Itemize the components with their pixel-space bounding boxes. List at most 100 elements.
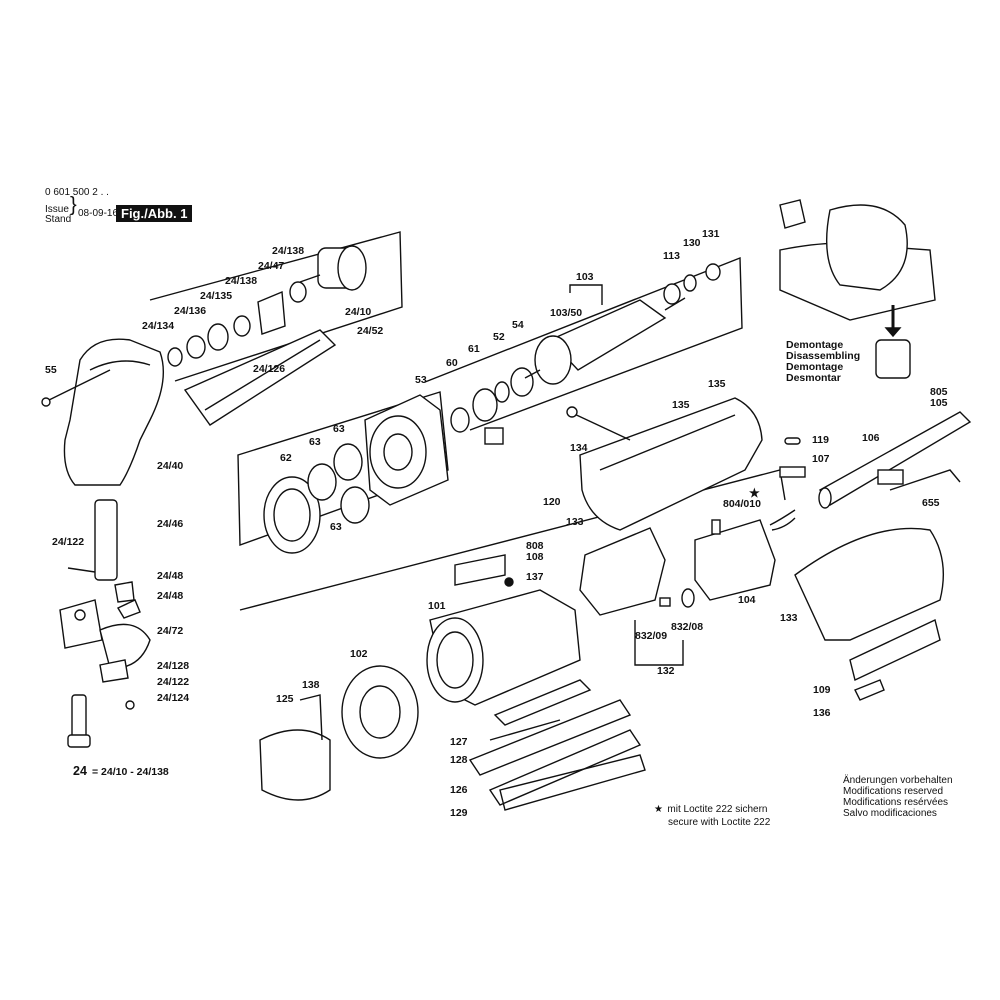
callout: 120 <box>543 496 561 508</box>
modifications-line: Modifications reserved <box>843 786 944 797</box>
callout: 804/010 <box>723 498 761 510</box>
modifications-line: Modifications resérvées <box>843 797 949 808</box>
callout: 128 <box>450 754 468 766</box>
callout: 131 <box>702 228 720 240</box>
upper-housing <box>566 397 763 531</box>
gear-parts <box>263 394 449 554</box>
stand-label: Stand <box>45 214 72 225</box>
callout: 107 <box>812 453 830 465</box>
loctite-line-2: secure with Loctite 222 <box>668 817 771 828</box>
callout: 24/48 <box>157 570 184 582</box>
base-parts <box>468 679 646 811</box>
disassembly-label-fr: Demontage <box>786 361 844 373</box>
callout: 24/135 <box>200 290 233 302</box>
cable-and-grip <box>769 411 972 531</box>
callout: 832/09 <box>635 630 668 642</box>
callout: 101 <box>428 600 446 612</box>
callout: 832/08 <box>671 621 704 633</box>
callout: 24/122 <box>157 676 190 688</box>
legend-key: 24 <box>73 764 87 778</box>
callout: 55 <box>45 364 57 376</box>
cutter-die-parts <box>59 499 151 748</box>
figure-label: Fig./Abb. 1 <box>116 205 193 222</box>
callout: 104 <box>738 594 756 606</box>
modifications-note: Änderungen vorbehalten Modifications res… <box>843 775 953 819</box>
star-marker: ★ <box>749 486 760 500</box>
modifications-line: Salvo modificaciones <box>843 808 937 819</box>
motor-housing <box>426 554 581 706</box>
issue-date: 08-09-16 <box>78 208 119 219</box>
loctite-line-1: mit Loctite 222 sichern <box>667 804 768 815</box>
callout: 62 <box>280 452 292 464</box>
callout: 126 <box>450 784 468 796</box>
callout: 137 <box>526 571 544 583</box>
callout: 63 <box>333 423 345 435</box>
armature-side-parts <box>450 367 534 445</box>
disassembly-label-es: Desmontar <box>786 372 841 384</box>
brush-holder <box>579 527 695 666</box>
callout: 113 <box>663 250 680 262</box>
callout: 134 <box>570 442 588 454</box>
armature <box>524 263 721 385</box>
callout: 24/136 <box>174 305 207 317</box>
disassembly-labels: Demontage Disassembling Demontage Desmon… <box>786 340 860 384</box>
callout: 24/10 <box>345 306 372 318</box>
callout: 133 <box>780 612 798 624</box>
callout: 136 <box>813 707 831 719</box>
callout: 24/52 <box>357 325 384 337</box>
callout: 54 <box>512 319 524 331</box>
loctite-note: ★ mit Loctite 222 sichern secure with Lo… <box>654 799 770 828</box>
disassembly-inset <box>779 199 936 379</box>
head-parts <box>167 245 367 367</box>
callout: 24/46 <box>157 518 184 530</box>
callout: 106 <box>862 432 880 444</box>
callout: 135 <box>672 399 690 411</box>
callout: 63 <box>330 521 342 533</box>
callout: 103/50 <box>550 307 583 319</box>
callout: 24/128 <box>157 660 190 672</box>
callout: 24/40 <box>157 460 184 472</box>
legend-value: = 24/10 - 24/138 <box>92 766 169 778</box>
callout: 105 <box>930 397 948 409</box>
callout: 103 <box>576 271 594 283</box>
callout: 138 <box>302 679 320 691</box>
modifications-line: Änderungen vorbehalten <box>843 775 953 786</box>
callout: 63 <box>309 436 321 448</box>
frame-gear-group <box>237 391 449 546</box>
switch-block <box>694 519 776 601</box>
callout: 133 <box>566 516 584 528</box>
callout: 130 <box>683 237 701 249</box>
callout: 127 <box>450 736 468 748</box>
callout: 24/138 <box>272 245 305 257</box>
callout: 24/48 <box>157 590 184 602</box>
callout: 108 <box>526 551 544 563</box>
disassembly-label-de: Demontage <box>786 339 844 351</box>
callout: 60 <box>446 357 458 369</box>
field-and-fan <box>259 665 419 801</box>
head-housing <box>41 338 165 486</box>
callout: 135 <box>708 378 726 390</box>
callout: 24/122 <box>52 536 85 548</box>
callout: 129 <box>450 807 468 819</box>
callout: 125 <box>276 693 294 705</box>
callout: 53 <box>415 374 427 386</box>
callout: 119 <box>812 434 829 446</box>
rear-handle-shell <box>794 527 945 701</box>
callout: 132 <box>657 665 675 677</box>
brace: } <box>70 194 77 216</box>
callout: 109 <box>813 684 831 696</box>
callout: 24/126 <box>253 363 286 375</box>
callout: 24/134 <box>142 320 175 332</box>
callout: 24/124 <box>157 692 190 704</box>
callout: 52 <box>493 331 505 343</box>
callout: 655 <box>922 497 940 509</box>
callout: 61 <box>468 343 480 355</box>
disassembly-label-en: Disassembling <box>786 350 861 362</box>
callout: 808 <box>526 540 544 552</box>
callout: 24/47 <box>258 260 285 272</box>
callout: 805 <box>930 386 948 398</box>
callout: 24/138 <box>225 275 258 287</box>
part-number: 0 601 500 2 . . <box>45 187 109 198</box>
frame-armature-group <box>424 256 743 431</box>
issue-label: Issue <box>45 204 69 215</box>
